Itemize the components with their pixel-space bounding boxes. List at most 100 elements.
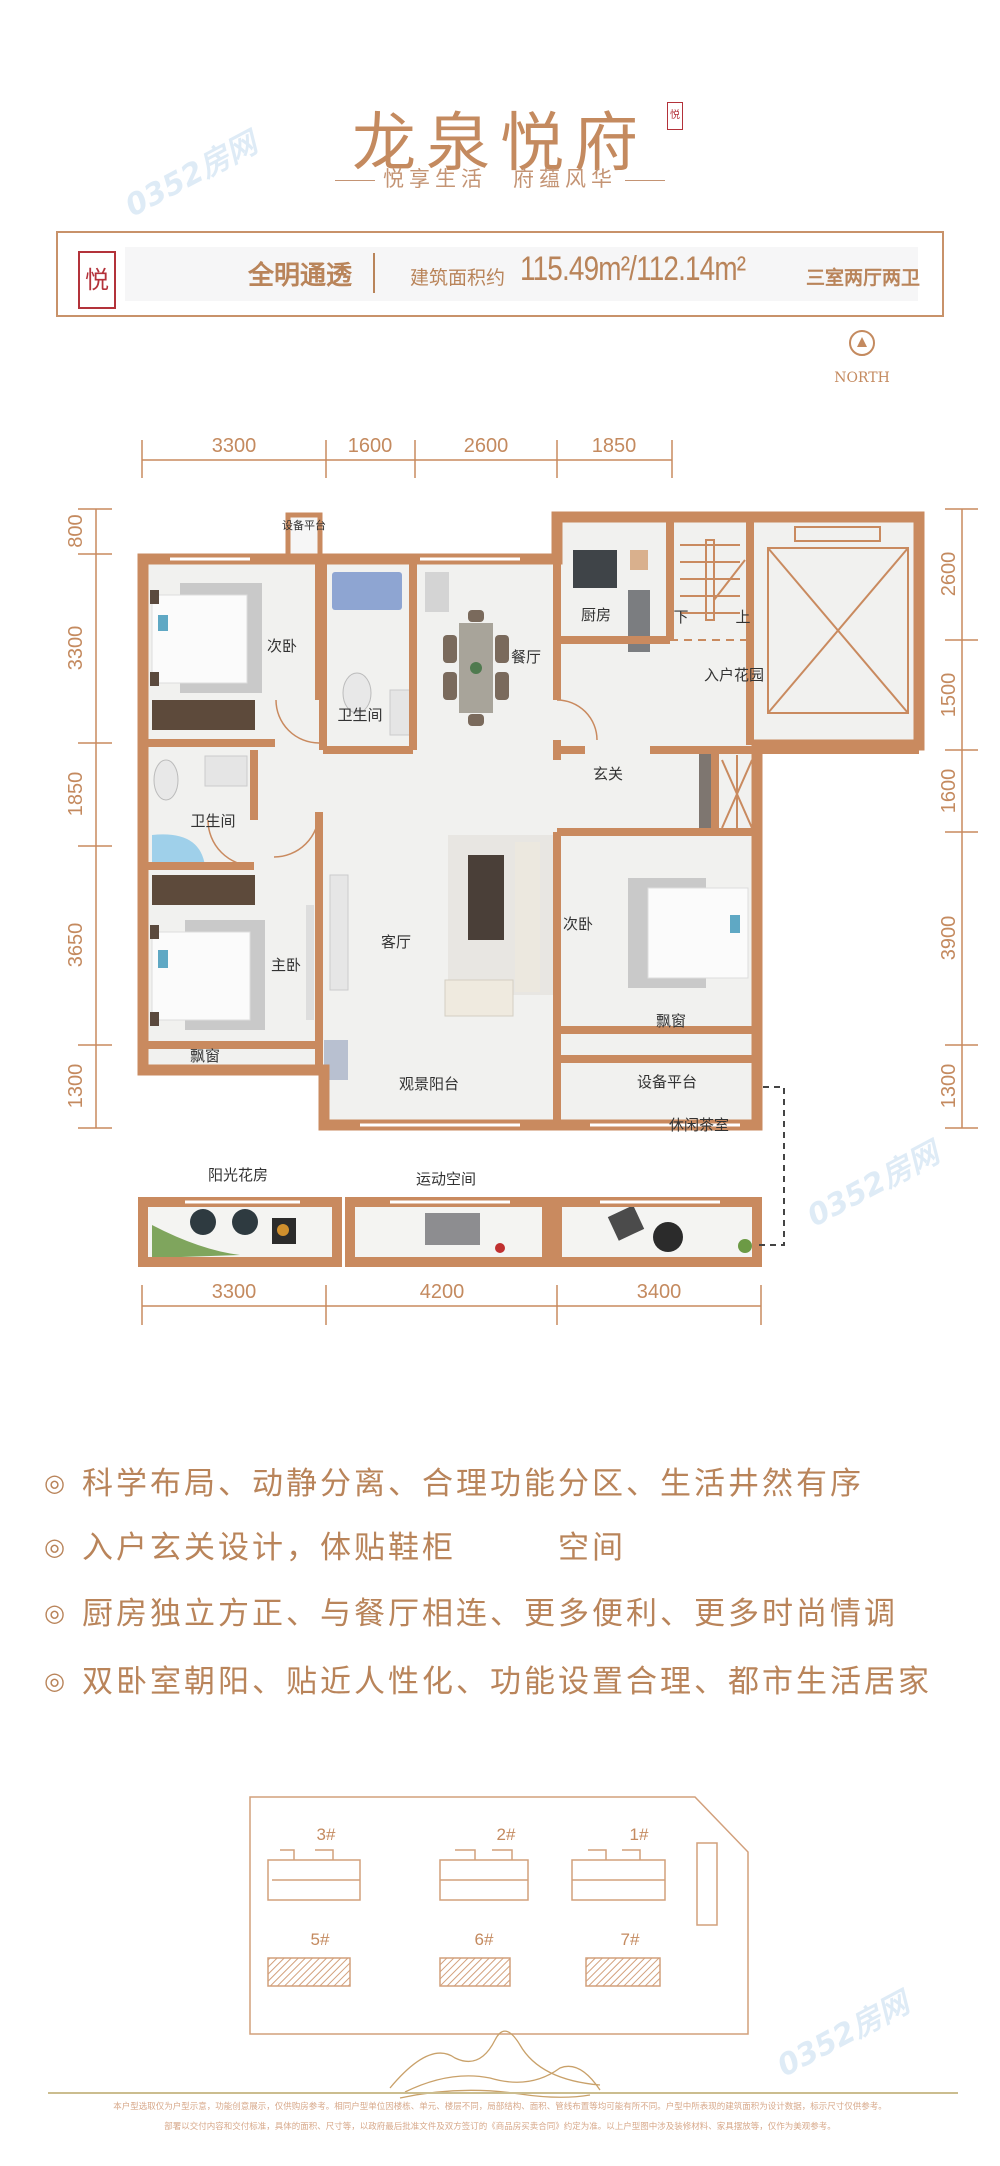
dimension-label: 1500 <box>938 673 960 718</box>
dimension-label: 3300 <box>212 435 257 457</box>
disclaimer: 部署以交付内容和交付标准，具体的面积、尺寸等，以政府最后批准文件及双方签订的《商… <box>164 2122 836 2132</box>
walls <box>137 511 925 1267</box>
room-label: 餐厅 <box>511 648 541 666</box>
building-outline <box>571 1849 666 1901</box>
toilet-icon <box>342 672 372 714</box>
dumbbell-icon <box>495 1243 505 1253</box>
dimension-label: 3300 <box>65 626 87 671</box>
unit-layout: 三室两厅两卫 <box>806 267 921 289</box>
feature-text: 厨房独立方正、与餐厅相连、更多便利、更多时尚情调 <box>81 1596 898 1632</box>
area-label: 建筑面积约 <box>410 267 506 289</box>
wardrobe-icon <box>152 700 255 730</box>
stove-icon <box>573 550 617 588</box>
room-label: 次卧 <box>267 637 297 655</box>
chair-icon <box>607 1205 645 1241</box>
chair-icon <box>232 1209 258 1235</box>
tv-cabinet-icon <box>329 874 349 991</box>
building-label: 7# <box>621 1930 640 1949</box>
building-label: 1# <box>630 1825 649 1844</box>
room-label: 飘窗 <box>190 1047 220 1065</box>
room-label: 休闲茶室 <box>669 1116 729 1134</box>
room-label: 客厅 <box>381 933 411 951</box>
building-outline <box>267 1957 351 1987</box>
seal-mark: 悦 <box>78 251 116 309</box>
coffee-table-icon <box>468 855 504 940</box>
feature-text: 双卧室朝阳、贴近人性化、功能设置合理、都市生活居家 <box>81 1664 932 1700</box>
elevator-icon <box>767 526 909 714</box>
dimension-label: 2600 <box>464 435 509 457</box>
info-panel <box>125 247 918 301</box>
dimension-label: 1850 <box>65 772 87 817</box>
dimension-label: 3400 <box>637 1281 682 1303</box>
dimension-label: 3900 <box>938 916 960 961</box>
feature-item: ◎ 入户玄关设计，体贴鞋柜 空间 <box>44 1522 626 1567</box>
chair-icon <box>190 1209 216 1235</box>
room-label: 玄关 <box>593 765 623 783</box>
building-label: 6# <box>475 1930 494 1949</box>
room-label: 卫生间 <box>190 812 235 830</box>
table-icon <box>653 1222 683 1252</box>
room-label: 上 <box>735 608 750 626</box>
dimension-label: 1600 <box>938 769 960 814</box>
bullet-icon: ◎ <box>44 1469 68 1497</box>
stairs-icon <box>680 539 746 621</box>
dimension-label: 1850 <box>592 435 637 457</box>
building-outline <box>696 1842 718 1926</box>
dimension-label: 1300 <box>65 1064 87 1109</box>
wardrobe-icon <box>152 875 255 905</box>
room-label: 阳光花房 <box>208 1166 268 1184</box>
bullet-icon: ◎ <box>44 1599 68 1627</box>
dimension-label: 800 <box>65 514 87 547</box>
feature-item: ◎ 双卧室朝阳、贴近人性化、功能设置合理、都市生活居家 <box>44 1656 932 1701</box>
unit-feature: 全明通透 <box>248 261 353 291</box>
feature-item: ◎ 科学布局、动静分离、合理功能分区、生活井然有序 <box>44 1458 864 1503</box>
dimension-label: 2600 <box>938 552 960 597</box>
room-label: 设备平台 <box>637 1073 697 1091</box>
room-label: 入户花园 <box>704 666 764 684</box>
room-label: 卫生间 <box>337 706 382 724</box>
room-label: 下 <box>673 608 688 626</box>
bathtub-icon <box>332 572 402 610</box>
building-label: 3# <box>317 1825 336 1844</box>
room-label: 厨房 <box>581 606 611 624</box>
mountain-decoration <box>389 2030 601 2099</box>
dimension-label: 1300 <box>938 1064 960 1109</box>
sink-icon <box>389 689 411 736</box>
feature-text: 科学布局、动静分离、合理功能分区、生活井然有序 <box>81 1466 864 1502</box>
building-outline <box>267 1849 361 1901</box>
room-label: 主卧 <box>271 956 301 974</box>
feature-text: 入户玄关设计，体贴鞋柜 空间 <box>81 1530 626 1566</box>
toilet-icon <box>153 759 179 801</box>
building-label: 2# <box>497 1825 516 1844</box>
north-arrow-icon <box>849 330 875 356</box>
seal-mark: 悦 <box>667 102 683 130</box>
area-value: 115.49m²/112.14m² <box>520 250 746 288</box>
divider <box>373 253 375 293</box>
plant-icon <box>738 1239 752 1253</box>
dimension-lines <box>78 440 978 1325</box>
building-outline <box>439 1957 511 1987</box>
north-label: NORTH <box>834 370 890 386</box>
dimension-label: 1600 <box>348 435 393 457</box>
dimension-label: 3650 <box>65 923 87 968</box>
bullet-icon: ◎ <box>44 1533 68 1561</box>
site-boundary <box>249 1796 749 2035</box>
site-plan <box>249 1796 749 2035</box>
bathtub-icon <box>152 834 205 866</box>
sink-icon <box>204 755 248 787</box>
disclaimer: 本户型选取仅为户型示意，功能创意展示，仅供购房参考。相同户型单位因楼栋、单元、楼… <box>113 2102 887 2112</box>
room-label: 次卧 <box>563 915 593 933</box>
shaft-icon <box>721 755 753 830</box>
unit-info-box: 悦 全明通透 建筑面积约 115.49m²/112.14m² 三室两厅两卫 <box>56 231 944 317</box>
feature-item: ◎ 厨房独立方正、与餐厅相连、更多便利、更多时尚情调 <box>44 1588 898 1633</box>
room-label: 设备平台 <box>282 518 326 532</box>
bullet-icon: ◎ <box>44 1667 68 1695</box>
building-outline <box>585 1957 661 1987</box>
treadmill-icon <box>425 1213 480 1245</box>
page-subtitle: 悦享生活 府蕴风华 <box>0 163 1000 193</box>
room-label: 观景阳台 <box>399 1075 459 1093</box>
room-label: 飘窗 <box>656 1012 686 1030</box>
room-label: 运动空间 <box>416 1170 476 1188</box>
furniture <box>150 526 909 1258</box>
